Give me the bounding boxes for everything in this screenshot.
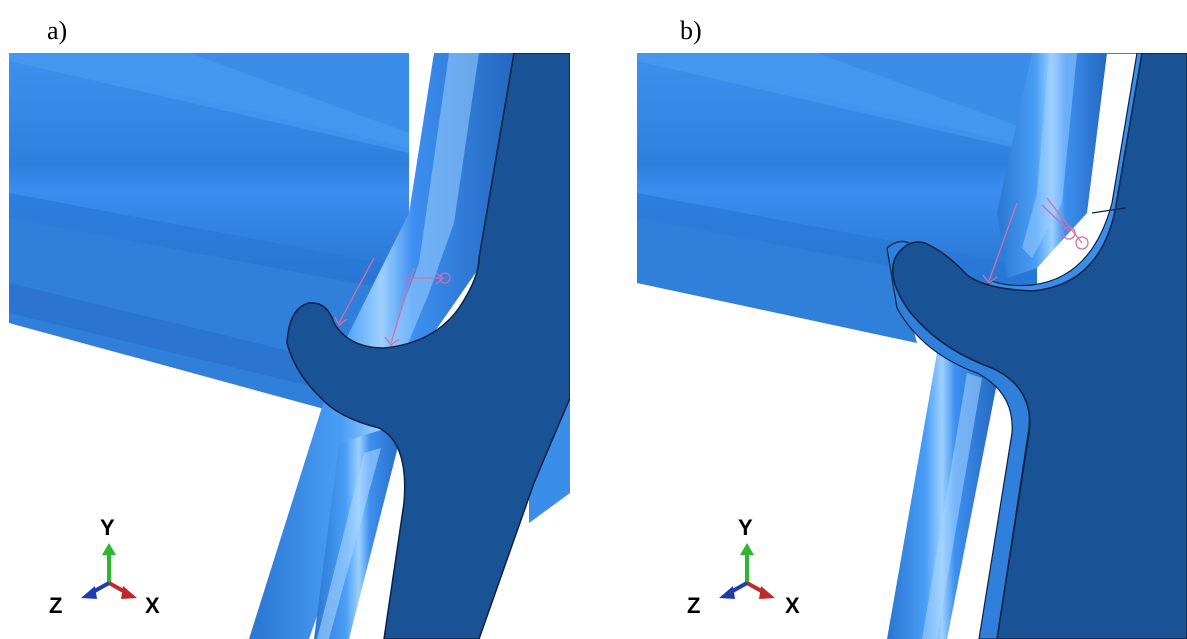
vertical-post bbox=[249, 53, 514, 639]
axis-label-y: Y bbox=[738, 515, 753, 540]
model-viewport-a[interactable]: Y X Z bbox=[9, 53, 570, 639]
axis-triad-icon: Y X Z bbox=[49, 515, 160, 618]
panel-label-b: b) bbox=[680, 16, 702, 45]
horizontal-tube bbox=[9, 53, 409, 413]
axis-triad-icon: Y X Z bbox=[687, 515, 800, 618]
model-render-a: Y X Z bbox=[9, 53, 570, 639]
section-face bbox=[286, 53, 570, 639]
axis-label-x: X bbox=[785, 593, 800, 618]
axis-label-z: Z bbox=[687, 593, 700, 618]
axis-label-x: X bbox=[145, 593, 160, 618]
model-render-b: Y X Z bbox=[637, 53, 1187, 639]
section-face bbox=[892, 53, 1187, 639]
load-arrow-icon bbox=[334, 257, 451, 346]
vertical-post bbox=[887, 53, 1107, 639]
load-arrow-icon bbox=[982, 197, 1089, 284]
model-viewport-b[interactable]: Y X Z bbox=[637, 53, 1187, 639]
plate-seam bbox=[1091, 207, 1126, 214]
axis-label-y: Y bbox=[100, 515, 115, 540]
axis-label-z: Z bbox=[49, 593, 62, 618]
horizontal-tube bbox=[637, 53, 1037, 343]
panel-label-a: a) bbox=[47, 16, 68, 45]
